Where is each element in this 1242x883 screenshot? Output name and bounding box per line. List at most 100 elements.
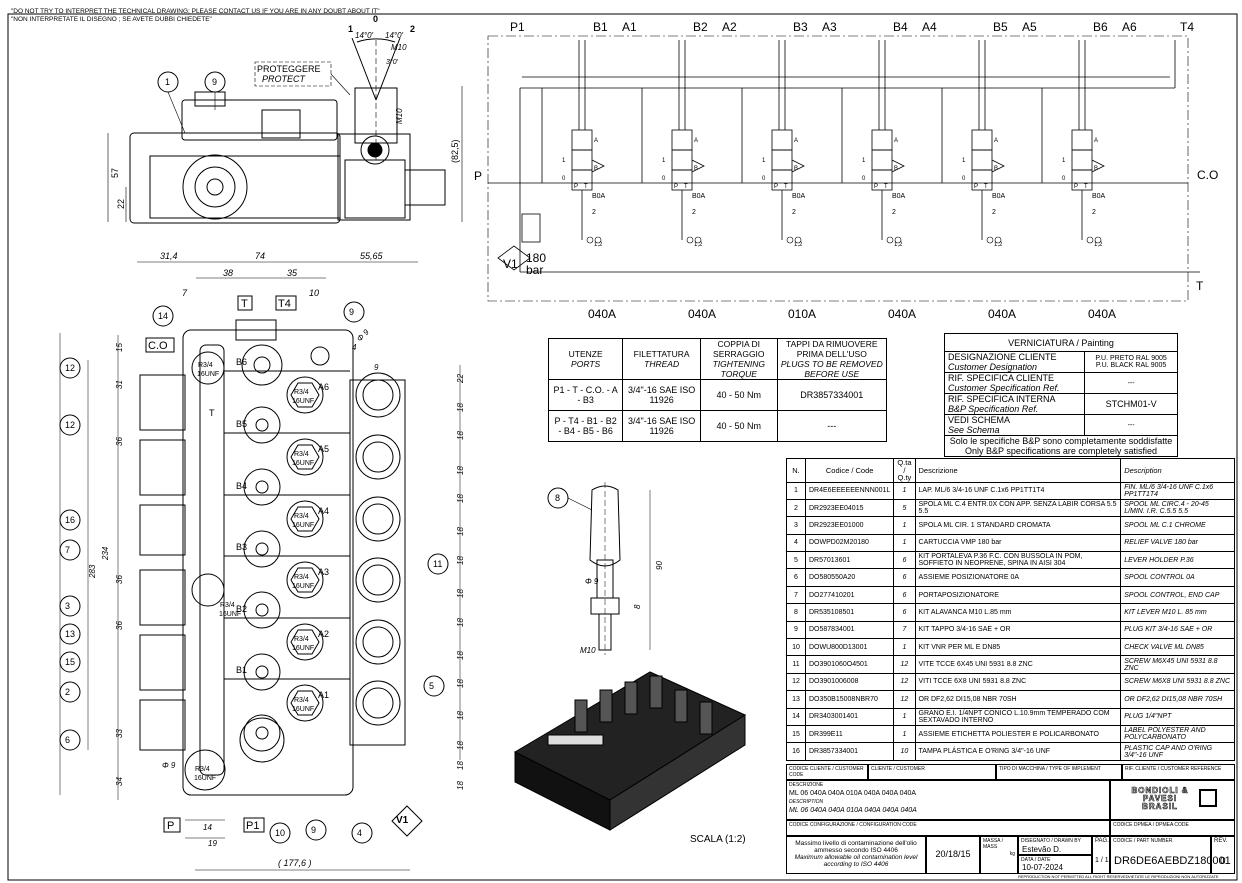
schematic-port-label: B5 <box>993 20 1008 34</box>
plug-label: R3/4 <box>294 574 309 581</box>
bom-cell-n: 13 <box>786 690 806 709</box>
plug-label: R3/4 <box>294 451 309 458</box>
dim-18: 18 <box>456 781 465 790</box>
valve-mark-sub: 1,2 <box>594 242 603 248</box>
balloon-circle <box>59 623 81 645</box>
port-CO: C.O <box>148 340 168 352</box>
valve-mark-b: B <box>894 166 898 172</box>
bom-cell-code: DR57013601 <box>804 551 895 570</box>
dim-18: 18 <box>456 556 465 565</box>
plug-thread: 16UNF <box>292 522 314 529</box>
bom-cell-qty: 6 <box>893 551 916 570</box>
logo-mark-icon <box>1199 789 1217 807</box>
dim-74: 74 <box>255 251 265 261</box>
schematic-P: P <box>474 169 482 183</box>
port-T-small: T <box>209 408 215 418</box>
painting-value: --- <box>1084 414 1178 436</box>
balloon-number: 6 <box>65 735 70 745</box>
bom-cell-it: OR DF2,62 DI15,08 NBR 70SH <box>914 690 1122 709</box>
painting-footer: Solo le specifiche B&P sono completament… <box>944 435 1178 457</box>
bom-cell-n: 2 <box>786 498 806 518</box>
spool-box-0 <box>771 149 793 171</box>
balloon-circle <box>59 729 81 751</box>
bom-cell-qty: 6 <box>893 568 916 587</box>
port-P: P <box>167 820 174 832</box>
front-view <box>139 319 406 796</box>
port-P1: P1 <box>246 820 259 832</box>
note-en: "DO NOT TRY TO INTERPRET THE TECHNICAL D… <box>11 8 380 15</box>
bom-header: N. Codice / Code Q.ta / Q.ty Descrizione… <box>786 458 1235 483</box>
section-code: 040A <box>688 307 716 321</box>
section-lever-circle <box>355 619 401 665</box>
spool-box-1 <box>1071 129 1093 151</box>
bom-cell-code: DR3857334001 <box>804 742 895 761</box>
valve-mark-0: 0 <box>962 176 966 182</box>
bom-cell-code: DOWPD02M20180 <box>804 533 895 553</box>
bom-cell-code: DOWU800D13001 <box>804 638 895 657</box>
schematic-port-label: A3 <box>822 20 837 34</box>
section-code: 010A <box>788 307 816 321</box>
schematic-port-label: A1 <box>622 20 637 34</box>
bom-header-code: Codice / Code <box>804 458 895 483</box>
spool-box-1 <box>771 129 793 151</box>
section-lever-inner <box>362 503 394 535</box>
spool-box-1 <box>871 129 893 151</box>
balloon-circle <box>351 822 373 844</box>
bom-cell-en: RELIEF VALVE 180 bar <box>1120 533 1235 553</box>
valve-mark-b: B <box>994 166 998 172</box>
bom-cell-n: 11 <box>786 655 806 674</box>
tb-desc-en: ML 06 040A 040A 010A 040A 040A 040A <box>789 807 917 814</box>
bom-cell-en: SPOOL CONTROL 0A <box>1120 568 1235 587</box>
schematic-port-label: A2 <box>722 20 737 34</box>
plug-thread: 16UNF <box>292 398 314 405</box>
valve-mark-boa: B0A <box>792 193 806 200</box>
spool-box-1 <box>571 129 593 151</box>
bom-cell-code: DO277410201 <box>804 585 895 605</box>
valve-mark-a: A <box>994 138 998 144</box>
balloon-number: 11 <box>433 559 442 569</box>
lever-detail <box>547 482 651 655</box>
bom-cell-qty: 7 <box>893 620 916 640</box>
tb-contamination: Massimo livello di contaminazione dell'o… <box>786 836 926 874</box>
dim-234: 234 <box>101 546 110 561</box>
bom-cell-n: 7 <box>786 585 806 605</box>
bom-cell-n: 15 <box>786 724 806 744</box>
section-port-circle <box>243 406 281 444</box>
lever-icon <box>894 236 902 244</box>
section-port-circle <box>243 714 281 752</box>
schematic-T: T <box>1196 279 1204 293</box>
ports-cell-thread: 3/4"-16 SAE ISO 11926 <box>622 379 702 411</box>
balloon-number: 9 <box>349 307 354 317</box>
section-lever-circle <box>355 496 401 542</box>
valve-mark-boa: B0A <box>992 193 1006 200</box>
schematic-port-label: A5 <box>1022 20 1037 34</box>
bom-cell-code: DO3901006008 <box>804 672 895 692</box>
bom-cell-it: VITI TCCE 6X8 UNI 5931 8.8 ZNC <box>914 672 1122 692</box>
dim-18: 18 <box>456 711 465 720</box>
body-port-a: A6 <box>318 382 329 392</box>
valve-mark-t: T <box>684 184 688 190</box>
bom-cell-n: 10 <box>786 638 806 657</box>
balloon-circle <box>59 539 81 561</box>
bom-cell-it: GRANO E.I. 1/4NPT CONICO L.10.9mm TEMPER… <box>914 707 1122 726</box>
plugs-group: R3/416UNFR3/416UNFR3/416UNFR3/416UNFR3/4… <box>194 362 314 782</box>
dim-31: 31 <box>115 380 124 389</box>
balloon-number: 12 <box>65 363 75 373</box>
dim-283: 283 <box>88 564 97 579</box>
bom-cell-code: DO350B15008NBR70 <box>804 690 895 709</box>
valve-mark-num: 2 <box>892 209 896 216</box>
valve-mark-boa: B0A <box>692 193 706 200</box>
section-port-hole <box>255 418 269 432</box>
body-port-b: B6 <box>236 357 247 367</box>
dim-9-top: 9 <box>374 363 379 372</box>
spring-icon <box>691 159 705 173</box>
